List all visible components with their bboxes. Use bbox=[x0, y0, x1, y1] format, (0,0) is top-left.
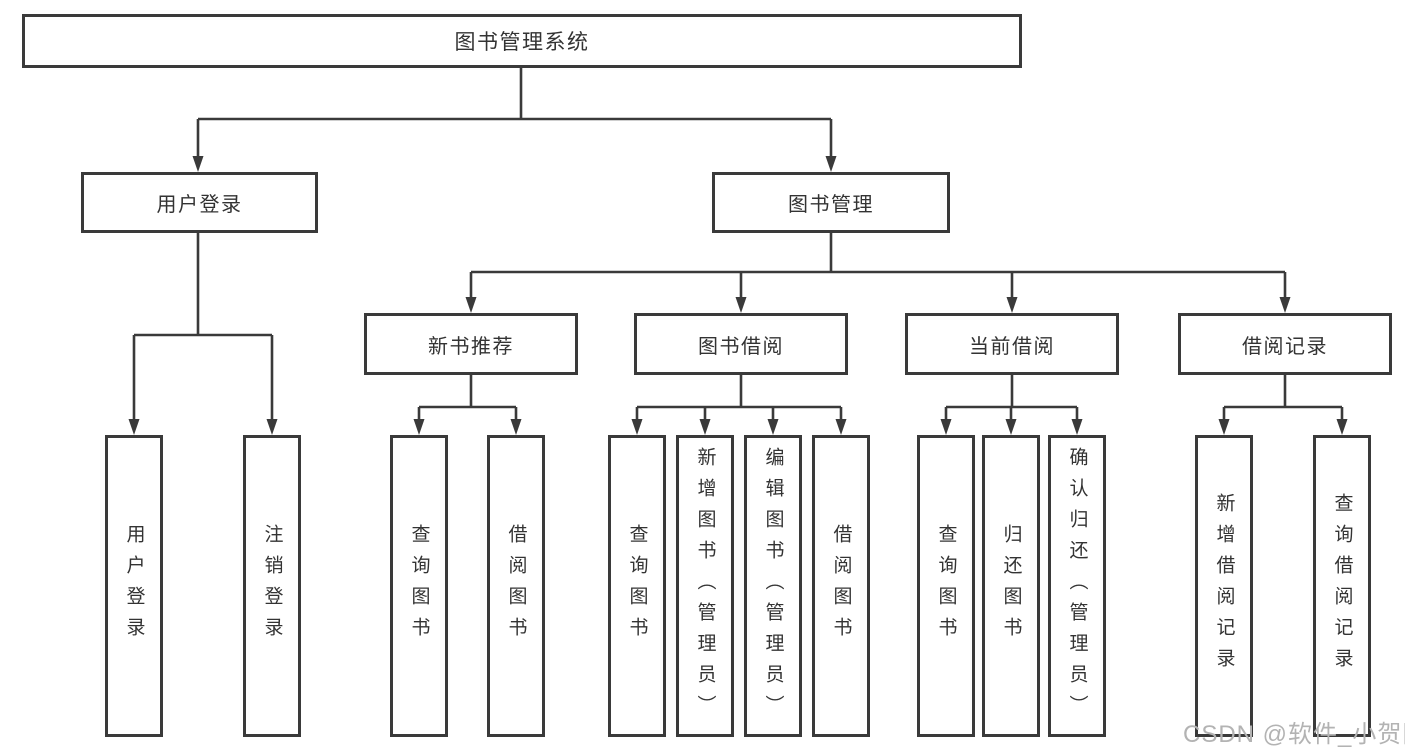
leaf-add-book-admin: 新增图书（管理员） bbox=[676, 435, 734, 737]
connector-book-borrow-children bbox=[631, 375, 847, 435]
node-library-management-system: 图书管理系统 bbox=[22, 14, 1022, 68]
leaf-query-books-recommend: 查询图书 bbox=[390, 435, 448, 737]
leaf-add-borrow-record: 新增借阅记录 bbox=[1195, 435, 1253, 737]
connector-borrow-records-children bbox=[1218, 375, 1348, 435]
leaf-logout: 注销登录 bbox=[243, 435, 301, 737]
leaf-query-books-borrow: 查询图书 bbox=[608, 435, 666, 737]
leaf-user-login: 用户登录 bbox=[105, 435, 163, 737]
node-borrow-records: 借阅记录 bbox=[1178, 313, 1392, 375]
connector-user-login-children bbox=[128, 233, 278, 435]
leaf-confirm-return-admin: 确认归还（管理员） bbox=[1048, 435, 1106, 737]
leaf-return-books: 归还图书 bbox=[982, 435, 1040, 737]
connector-book-management-children bbox=[465, 233, 1291, 313]
node-current-borrow: 当前借阅 bbox=[905, 313, 1119, 375]
node-new-book-recommend: 新书推荐 bbox=[364, 313, 578, 375]
node-book-management: 图书管理 bbox=[712, 172, 950, 233]
node-book-borrow: 图书借阅 bbox=[634, 313, 848, 375]
csdn-watermark: CSDN @软件_小贺同学 bbox=[1183, 721, 1405, 747]
connector-current-borrow-children bbox=[940, 375, 1083, 435]
connector-root-to-level2 bbox=[192, 68, 837, 172]
leaf-borrow-books: 借阅图书 bbox=[812, 435, 870, 737]
leaf-edit-book-admin: 编辑图书（管理员） bbox=[744, 435, 802, 737]
leaf-borrow-books-recommend: 借阅图书 bbox=[487, 435, 545, 737]
leaf-query-books-current: 查询图书 bbox=[917, 435, 975, 737]
node-user-login: 用户登录 bbox=[81, 172, 318, 233]
leaf-query-borrow-record: 查询借阅记录 bbox=[1313, 435, 1371, 737]
connector-new-book-recommend-children bbox=[413, 375, 522, 435]
